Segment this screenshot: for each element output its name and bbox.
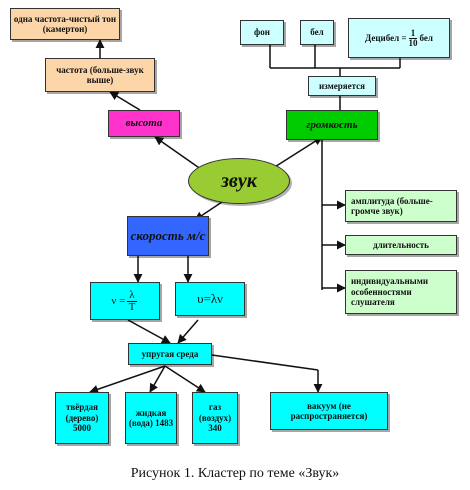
frequency-node: частота (больше-звук выше) [45, 58, 155, 92]
pure-tone-node: одна частота-чистый тон (камертон) [10, 8, 120, 40]
center-label: звук [221, 169, 257, 192]
liquid-node: жидкая (вода) 1483 [125, 392, 177, 444]
amplitude-node: амплитуда (больше-громче звук) [345, 190, 457, 222]
speed-node: скорость м/с [127, 216, 209, 256]
formula-velocity-node: υ=λν [175, 282, 245, 316]
figure-caption: Рисунок 1. Кластер по теме «Звук» [130, 466, 340, 481]
loudness-node: громкость [286, 110, 378, 140]
decibel-prefix: Децибел = [365, 32, 407, 43]
center-ellipse: звук [188, 158, 290, 204]
formula-period-node: ν = λ T [90, 282, 160, 320]
measured-node: измеряется [308, 76, 376, 96]
height-node: высота [108, 110, 180, 137]
formula-period-denominator: T [128, 300, 136, 313]
formula-period-left: ν = [111, 294, 126, 307]
vacuum-node: вакуум (не распространяется) [270, 392, 388, 430]
decibel-suffix: бел [419, 32, 433, 43]
gas-node: газ (воздух) 340 [192, 392, 238, 444]
formula-period-fraction: λ T [127, 288, 137, 313]
elastic-medium-node: упругая среда [128, 343, 212, 365]
formula-period-numerator: λ [127, 288, 137, 302]
duration-node: длительность [345, 235, 457, 255]
bel-node: бел [300, 20, 334, 45]
decibel-numerator: 1 [408, 27, 418, 39]
phon-node: фон [240, 20, 284, 45]
solid-node: твёрдая (дерево) 5000 [55, 392, 109, 444]
decibel-fraction: 1 10 [408, 27, 418, 48]
decibel-denominator: 10 [408, 37, 418, 48]
decibel-node: Децибел = 1 10 бел [348, 18, 450, 58]
individual-node: индивидуальными особенностями слушателя [345, 270, 457, 314]
